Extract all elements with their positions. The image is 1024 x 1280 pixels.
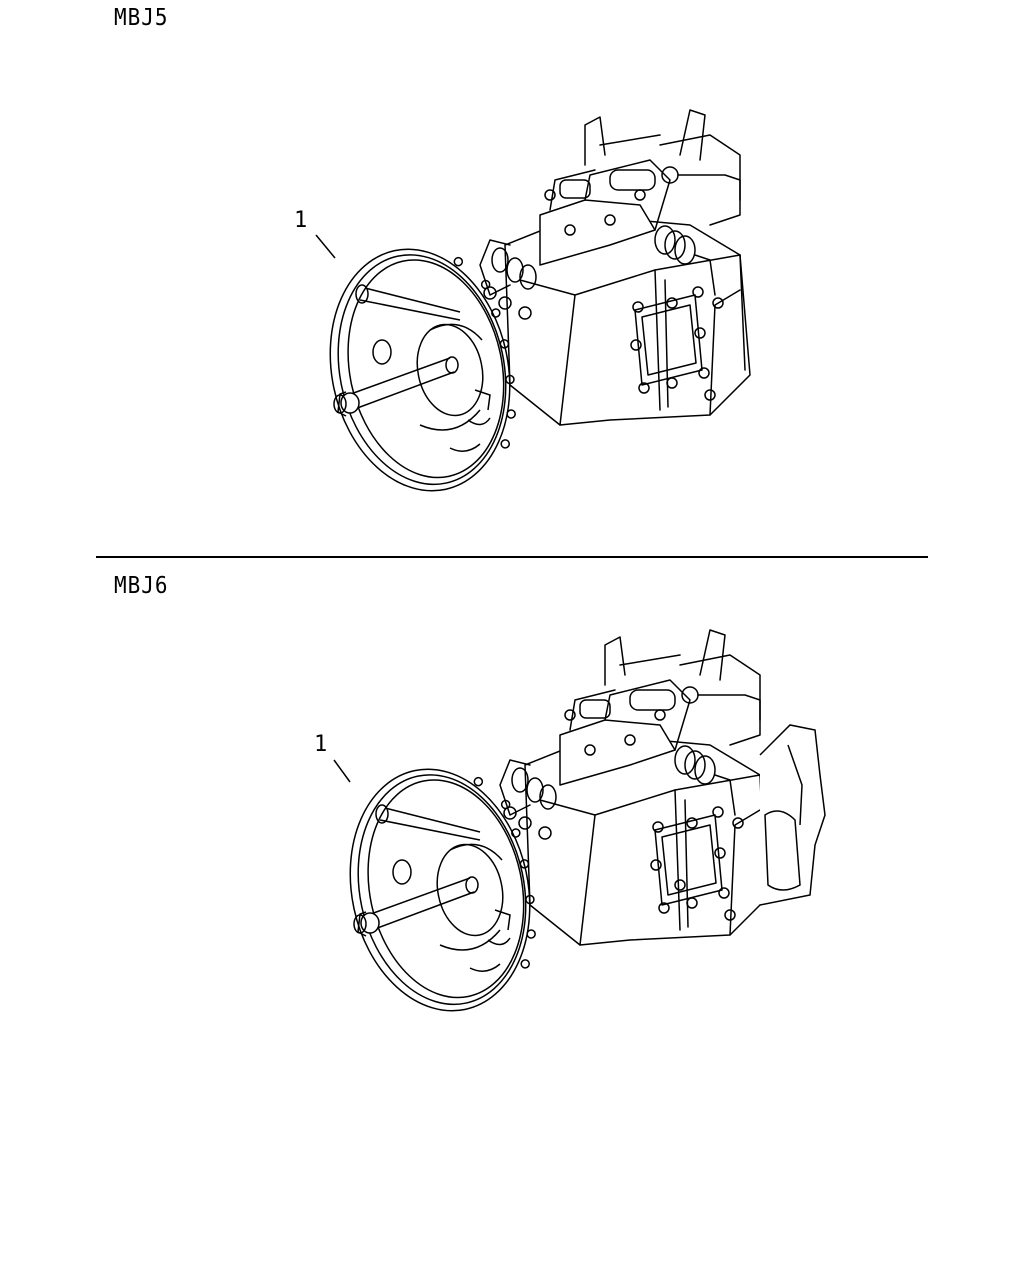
callout-number: 1 [314,732,328,757]
transmission-illustration-mbj5 [479,109,751,426]
section-divider [96,556,928,558]
section-label-mbj6: MBJ6 [114,572,169,599]
transmission-illustration-mbj6 [499,629,825,946]
callout-leader [316,235,335,258]
bellhousing-illustration-mbj5 [307,231,533,509]
callout-number: 1 [294,208,308,233]
bellhousing-illustration-mbj6 [327,751,553,1029]
callout-leader [334,760,350,782]
section-label-mbj5: MBJ5 [114,4,169,31]
